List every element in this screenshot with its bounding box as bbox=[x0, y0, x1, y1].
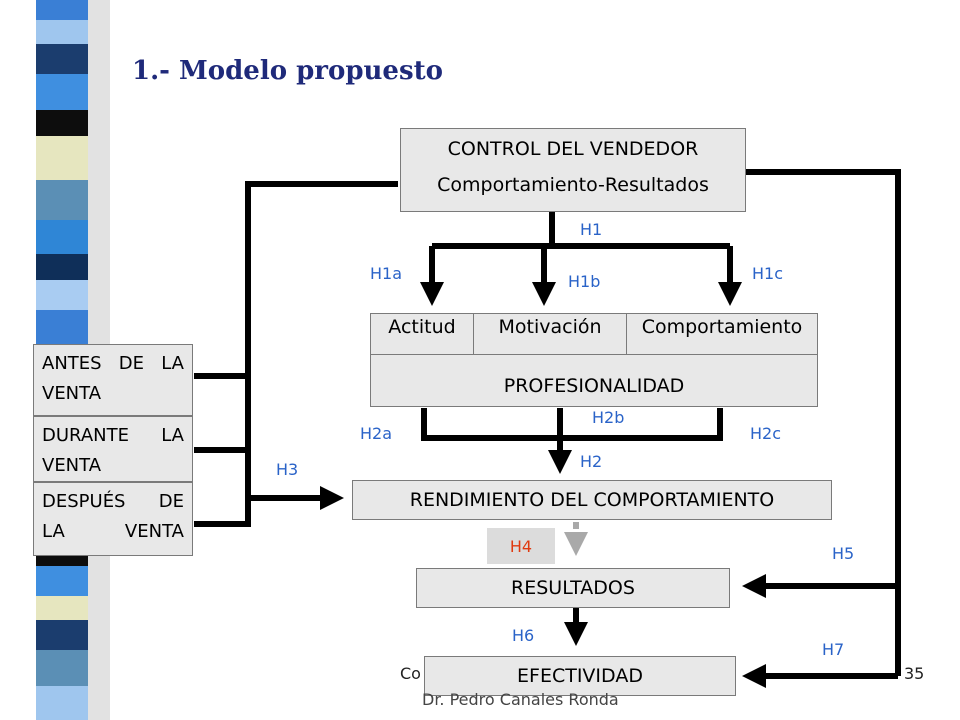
label-h1c: H1c bbox=[752, 264, 784, 283]
performance-box: RENDIMIENTO DEL COMPORTAMIENTO bbox=[352, 480, 832, 520]
strip-block bbox=[36, 310, 88, 344]
effectiveness-box: EFECTIVIDAD bbox=[424, 656, 736, 696]
results-box: RESULTADOS bbox=[416, 568, 730, 608]
strip-block bbox=[36, 110, 88, 136]
slide-number: 35 bbox=[904, 664, 925, 683]
phase-before-sale: ANTES DE LA VENTA bbox=[33, 344, 193, 416]
strip-block bbox=[36, 0, 88, 20]
footer-left-fragment: Co bbox=[400, 664, 421, 683]
strip-block bbox=[36, 20, 88, 44]
phase-after-sale: DESPUÉS DE LA VENTA bbox=[33, 482, 193, 556]
label-h6: H6 bbox=[512, 626, 535, 645]
label-h5: H5 bbox=[832, 544, 855, 563]
professionalism-cells: Actitud Motivación Comportamiento bbox=[371, 314, 817, 355]
footer-author: Dr. Pedro Canales Ronda bbox=[422, 690, 619, 709]
cell-motivation: Motivación bbox=[474, 314, 627, 354]
strip-block bbox=[36, 596, 88, 620]
h4-badge: H4 bbox=[487, 528, 555, 564]
label-h3: H3 bbox=[276, 460, 299, 479]
label-h1a: H1a bbox=[370, 264, 403, 283]
phase-during-sale: DURANTE LA VENTA bbox=[33, 416, 193, 482]
strip-block bbox=[36, 280, 88, 310]
control-box: CONTROL DEL VENDEDOR Comportamiento-Resu… bbox=[400, 128, 746, 212]
control-title: CONTROL DEL VENDEDOR bbox=[447, 138, 699, 160]
cell-attitude: Actitud bbox=[371, 314, 474, 354]
professionalism-label: PROFESIONALIDAD bbox=[503, 375, 685, 397]
strip-block bbox=[36, 74, 88, 110]
label-h2b: H2b bbox=[592, 408, 625, 427]
h2-bracket bbox=[421, 408, 723, 441]
strip-block bbox=[36, 686, 88, 720]
h5-h7-right-line bbox=[746, 169, 901, 676]
slide-title: 1.- Modelo propuesto bbox=[132, 56, 443, 86]
label-h2c: H2c bbox=[750, 424, 782, 443]
h3-control-link bbox=[245, 181, 398, 527]
strip-block bbox=[36, 254, 88, 280]
cell-behaviour: Comportamiento bbox=[641, 316, 803, 338]
strip-block bbox=[36, 136, 88, 180]
label-h1b: H1b bbox=[568, 272, 601, 291]
strip-block bbox=[36, 620, 88, 650]
label-h1: H1 bbox=[580, 220, 603, 239]
strip-block bbox=[36, 44, 88, 74]
label-h2: H2 bbox=[580, 452, 603, 471]
strip-block bbox=[36, 566, 88, 596]
strip-block bbox=[36, 650, 88, 686]
label-h2a: H2a bbox=[360, 424, 393, 443]
professionalism-box: Actitud Motivación Comportamiento PROFES… bbox=[370, 313, 818, 407]
strip-block bbox=[36, 220, 88, 254]
strip-block bbox=[36, 180, 88, 220]
control-subtitle: Comportamiento-Resultados bbox=[437, 174, 709, 196]
label-h7: H7 bbox=[822, 640, 845, 659]
